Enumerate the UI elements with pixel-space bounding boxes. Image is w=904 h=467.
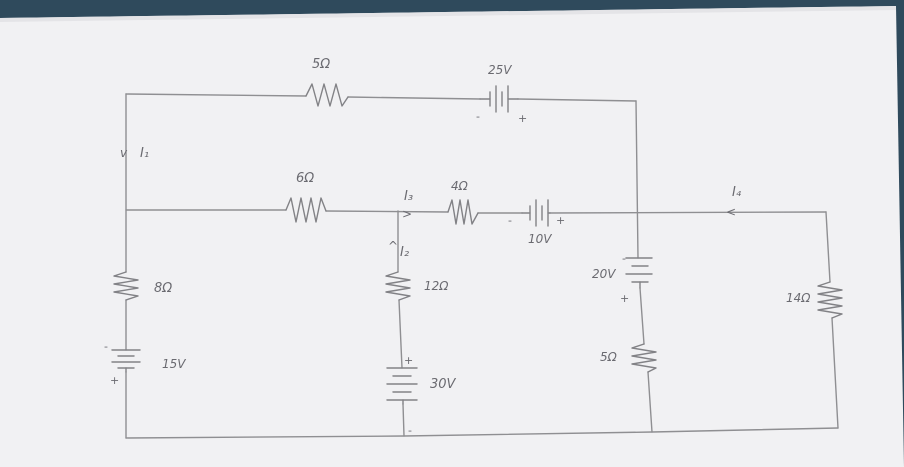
wire-top-mid <box>347 96 481 100</box>
wire-bottom <box>125 427 839 439</box>
wires <box>125 93 839 439</box>
resistor-far-right-14ohm <box>817 281 843 319</box>
resistor-center-12ohm <box>385 271 411 301</box>
polarity-plus-25v: + <box>518 112 527 125</box>
battery-mid-10v <box>521 199 551 227</box>
wire-top-left <box>125 93 307 97</box>
wire-far-right-lower <box>831 317 839 429</box>
battery-center-30v <box>386 367 418 405</box>
paper-sheet <box>0 6 904 467</box>
label-r-far-right: 14Ω <box>786 291 811 305</box>
label-r-right-low: 5Ω <box>600 350 618 364</box>
label-r-mid-left: 6Ω <box>296 171 314 186</box>
polarity-plus-20v: + <box>620 292 629 305</box>
wire-mid-right <box>549 211 827 214</box>
wire-center-mid <box>398 299 403 369</box>
current-label-i4: I₄ <box>732 185 742 200</box>
label-v-top: 25V <box>488 63 512 77</box>
polarity-minus-25v: - <box>476 110 480 123</box>
label-v-left: 15V <box>162 357 186 371</box>
label-r-center: 12Ω <box>424 279 449 293</box>
current-arrow-i2: ^ <box>388 239 398 253</box>
polarity-plus-30v: + <box>404 354 413 367</box>
wire-center-lower <box>402 403 405 437</box>
current-label-i2: I₂ <box>400 245 409 260</box>
polarity-plus-15v: + <box>110 374 119 387</box>
wire-far-right-upper <box>825 211 831 283</box>
label-r-left: 8Ω <box>154 281 172 296</box>
battery-left-15v <box>111 349 141 373</box>
polarity-plus-10v: + <box>556 214 565 227</box>
resistor-left-8ohm <box>113 271 139 301</box>
label-v-center: 30V <box>430 377 457 392</box>
current-label-i1: I₁ <box>140 146 149 161</box>
wire-right-lower <box>647 371 653 433</box>
label-r-top: 5Ω <box>312 57 330 72</box>
label-v-right: 20V <box>592 267 616 281</box>
wire-top-right <box>517 98 637 102</box>
polarity-minus-20v: - <box>622 252 626 265</box>
battery-top-25v <box>479 85 519 113</box>
current-label-i3: I₃ <box>404 189 413 204</box>
current-arrow-i3: > <box>402 207 412 221</box>
label-v-mid: 10V <box>528 232 552 246</box>
polarity-minus-10v: - <box>508 214 512 227</box>
resistor-mid-6ohm <box>285 197 327 223</box>
resistor-top-5ohm <box>305 83 349 107</box>
wire-right-upper <box>635 100 639 259</box>
polarity-minus-30v: - <box>408 424 412 437</box>
wire-mid-center <box>325 210 449 213</box>
resistor-mid-4ohm <box>447 199 479 225</box>
battery-right-20v <box>625 257 653 289</box>
wire-right-mid <box>639 287 645 345</box>
current-arrow-i4: < <box>726 205 736 219</box>
label-r-mid: 4Ω <box>451 179 469 193</box>
paper-edge <box>0 6 896 22</box>
polarity-minus-15v: - <box>104 340 108 353</box>
resistor-right-5ohm <box>631 343 657 373</box>
current-arrow-i1: v <box>120 146 128 160</box>
